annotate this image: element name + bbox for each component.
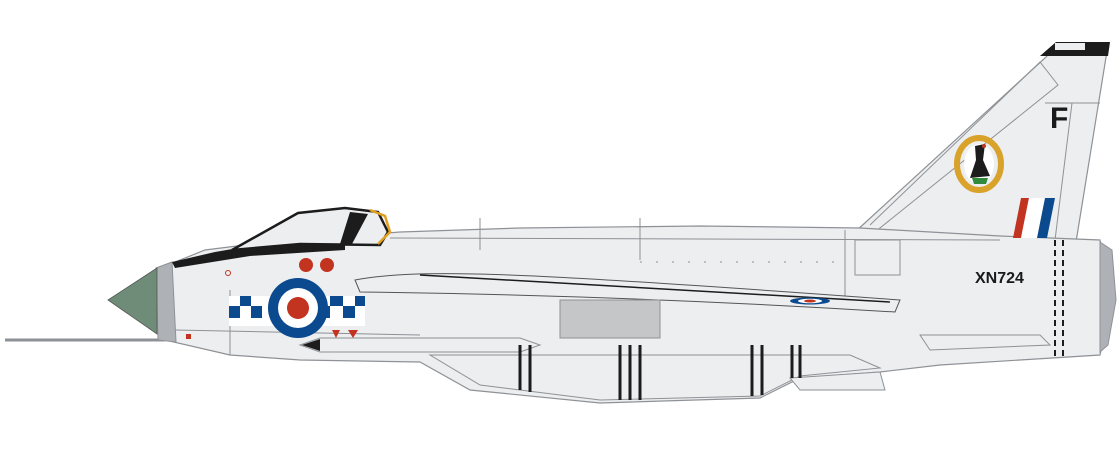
tail-letter: F	[1050, 102, 1068, 135]
ventral-stripes	[518, 345, 802, 400]
fin-tip-light	[1055, 43, 1085, 50]
canopy-glass-black	[340, 212, 368, 244]
fuel-cap-red	[225, 270, 231, 276]
fin-rudder-line	[1054, 102, 1073, 241]
wing	[354, 273, 901, 313]
panel	[854, 239, 901, 276]
jet-pipe	[1099, 241, 1117, 354]
canopy-frame-accent	[369, 208, 392, 245]
ventral-panel	[559, 299, 661, 339]
airbrake	[788, 371, 886, 391]
anti-glare-panel	[172, 242, 345, 268]
radome	[107, 267, 158, 335]
roundel-red	[287, 297, 309, 319]
red-markings	[186, 258, 358, 339]
intake-lip	[155, 261, 177, 343]
rear-pylon	[919, 334, 1052, 351]
wing-leading-edge-dark	[419, 274, 891, 303]
squadron-badge	[954, 135, 1004, 193]
missile-nose-marking	[302, 339, 320, 351]
fin-flash	[1013, 198, 1055, 238]
missile	[298, 337, 542, 353]
ventral-tank	[428, 354, 882, 401]
serial-number: XN724	[975, 270, 1024, 287]
tail-fin	[853, 44, 1109, 243]
wing-roundel-red	[804, 299, 816, 303]
